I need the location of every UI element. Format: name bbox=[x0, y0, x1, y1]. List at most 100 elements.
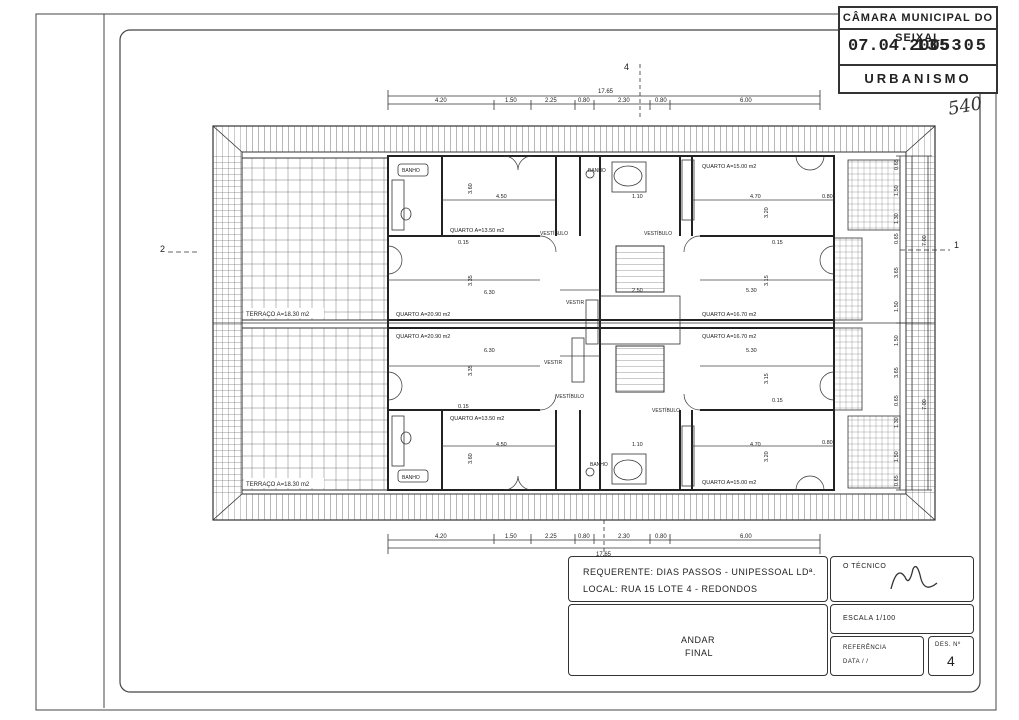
dim-right-seg: 3.65 bbox=[894, 367, 900, 378]
dim-right-seg: 1.50 bbox=[894, 185, 900, 196]
room-label-bathroom: BANHO bbox=[590, 462, 608, 468]
room-label-bathroom: BANHO bbox=[402, 168, 420, 174]
dim-top-segment-labels: 4.20 1.50 2.25 0.80 2.30 0.80 6.00 bbox=[435, 98, 752, 104]
dim-top-seg: 1.50 bbox=[505, 98, 517, 104]
right-balcony-bottom bbox=[847, 415, 901, 489]
room-label-bedroom-mr: QUARTO A=16.70 m2 bbox=[702, 312, 756, 318]
dim-top-seg: 4.20 bbox=[435, 98, 447, 104]
dim-right-seg: 1.30 bbox=[894, 213, 900, 224]
room-label-bedroom-bl: QUARTO A=13.50 m2 bbox=[450, 416, 504, 422]
dim-bottom-seg: 0.80 bbox=[655, 534, 667, 540]
inner-dim: 0.80 bbox=[822, 440, 833, 446]
room-label-bathroom: BANHO bbox=[588, 168, 606, 174]
wardrobes bbox=[391, 159, 695, 487]
stair-core bbox=[599, 295, 681, 345]
inner-dimension-labels: 6.30 6.30 4.50 4.50 4.70 4.70 5.30 5.30 … bbox=[458, 194, 833, 448]
stamp-authority: CÂMARA MUNICIPAL DO SEIXAL bbox=[840, 8, 996, 44]
drawing-title-2: FINAL bbox=[685, 648, 714, 658]
des-label: DES. Nº bbox=[935, 642, 961, 648]
des-number: 4 bbox=[947, 653, 956, 669]
local-text: LOCAL: RUA 15 LOTE 4 - REDONDOS bbox=[583, 584, 758, 594]
inner-dim: 3.20 bbox=[764, 451, 770, 462]
dim-right-seg: 1.50 bbox=[894, 301, 900, 312]
dim-top-seg: 6.00 bbox=[740, 98, 752, 104]
stamp-department: URBANISMO bbox=[864, 71, 972, 86]
dim-right-total: 7.00 bbox=[922, 235, 928, 246]
dim-bottom-seg: 1.50 bbox=[505, 534, 517, 540]
terrace-top-label-bg bbox=[244, 308, 324, 318]
inner-dim: 3.35 bbox=[468, 365, 474, 376]
dim-bottom-seg: 6.00 bbox=[740, 534, 752, 540]
dim-right-total: 7.00 bbox=[922, 399, 928, 410]
dim-right-seg: 0.65 bbox=[894, 233, 900, 244]
dim-bottom-seg: 2.30 bbox=[618, 534, 630, 540]
tecnico-signature bbox=[890, 565, 938, 590]
inner-dim: 3.15 bbox=[764, 275, 770, 286]
sheet-outer-border bbox=[35, 13, 997, 711]
inner-dim: 0.15 bbox=[772, 398, 783, 404]
room-label-bedroom-tl: QUARTO A=13.50 m2 bbox=[450, 228, 504, 234]
dim-top-seg: 0.80 bbox=[578, 98, 590, 104]
dim-top-seg: 0.80 bbox=[655, 98, 667, 104]
inner-dim: 0.80 bbox=[822, 194, 833, 200]
room-label-bedroom-mr2: QUARTO A=16.70 m2 bbox=[702, 334, 756, 340]
section-mark-right: 1 bbox=[954, 240, 959, 250]
stair-bottom bbox=[615, 345, 665, 393]
right-balcony-top bbox=[847, 159, 901, 231]
dim-right-seg: 1.50 bbox=[894, 451, 900, 462]
room-label-bedroom-br: QUARTO A=15.00 m2 bbox=[702, 480, 756, 486]
right-terrace-bottom bbox=[833, 327, 863, 411]
right-dimension-labels: 0.65 1.50 1.30 0.65 3.65 1.50 1.50 3.65 … bbox=[894, 159, 928, 486]
room-label-bedroom-ml2: QUARTO A=20.90 m2 bbox=[396, 334, 450, 340]
dim-right-seg: 1.30 bbox=[894, 417, 900, 428]
room-label-bedroom-ml: QUARTO A=20.90 m2 bbox=[396, 312, 450, 318]
door-swings bbox=[387, 155, 835, 491]
room-label-closet: VESTIR bbox=[544, 360, 562, 366]
inner-dim: 4.50 bbox=[496, 194, 507, 200]
bottom-dimension-chain bbox=[387, 520, 821, 580]
top-dimension-chain bbox=[387, 64, 821, 120]
room-label-vestibule: VESTÍBULO bbox=[540, 230, 568, 237]
room-label-vestibule: VESTÍBULO bbox=[652, 407, 680, 414]
inner-dim: 6.30 bbox=[484, 348, 495, 354]
dim-bottom-segment-labels: 4.20 1.50 2.25 0.80 2.30 0.80 6.00 bbox=[435, 534, 752, 540]
section-mark-left: 2 bbox=[160, 244, 165, 254]
terrace-top bbox=[241, 157, 389, 321]
stair-top bbox=[615, 245, 665, 293]
dim-top-seg: 2.30 bbox=[618, 98, 630, 104]
bathroom-fixtures bbox=[397, 161, 647, 485]
inner-dim: 1.10 bbox=[632, 442, 643, 448]
dim-bottom-seg: 2.25 bbox=[545, 534, 557, 540]
dim-right-seg: 0.65 bbox=[894, 475, 900, 486]
drawing-title-1: ANDAR bbox=[681, 635, 716, 645]
inner-dim: 5.30 bbox=[746, 288, 757, 294]
municipal-stamp: CÂMARA MUNICIPAL DO SEIXAL 07.04.2005 13… bbox=[838, 6, 998, 94]
inner-dim: 2.50 bbox=[632, 288, 643, 294]
room-label-vestibule: VESTÍBULO bbox=[644, 230, 672, 237]
inner-dim: 3.60 bbox=[468, 453, 474, 464]
title-block-drawing: ANDAR FINAL bbox=[568, 604, 828, 676]
walls bbox=[387, 155, 835, 491]
escala-text: ESCALA 1/100 bbox=[843, 615, 896, 622]
room-label-vestibule: VESTÍBULO bbox=[556, 393, 584, 400]
inner-dim: 4.70 bbox=[750, 194, 761, 200]
referencia-label: REFERÊNCIA bbox=[843, 645, 887, 651]
terrace-bottom bbox=[241, 327, 389, 491]
data-label: DATA / / bbox=[843, 659, 869, 665]
title-block-escala: ESCALA 1/100 bbox=[830, 604, 974, 634]
title-block-requerente: REQUERENTE: DIAS PASSOS - UNIPESSOAL LDª… bbox=[568, 556, 828, 602]
terrace-top-label: TERRAÇO A=18.30 m2 bbox=[246, 312, 310, 318]
inner-dim: 0.15 bbox=[458, 240, 469, 246]
stamp-number: 135305 bbox=[914, 37, 988, 56]
roof-hip-lines bbox=[212, 125, 936, 521]
stamp-date-number: 07.04.2005 135305 bbox=[840, 30, 996, 66]
terrace-bottom-label-bg bbox=[244, 478, 324, 488]
dim-top-seg: 2.25 bbox=[545, 98, 557, 104]
inner-dim: 4.70 bbox=[750, 442, 761, 448]
inner-dim: 6.30 bbox=[484, 290, 495, 296]
section-mark-top: 4 bbox=[624, 62, 629, 72]
room-label-bathroom: BANHO bbox=[402, 475, 420, 481]
interior-lines bbox=[388, 199, 834, 447]
sheet-inner-border bbox=[119, 29, 981, 693]
inner-dim: 1.10 bbox=[632, 194, 643, 200]
